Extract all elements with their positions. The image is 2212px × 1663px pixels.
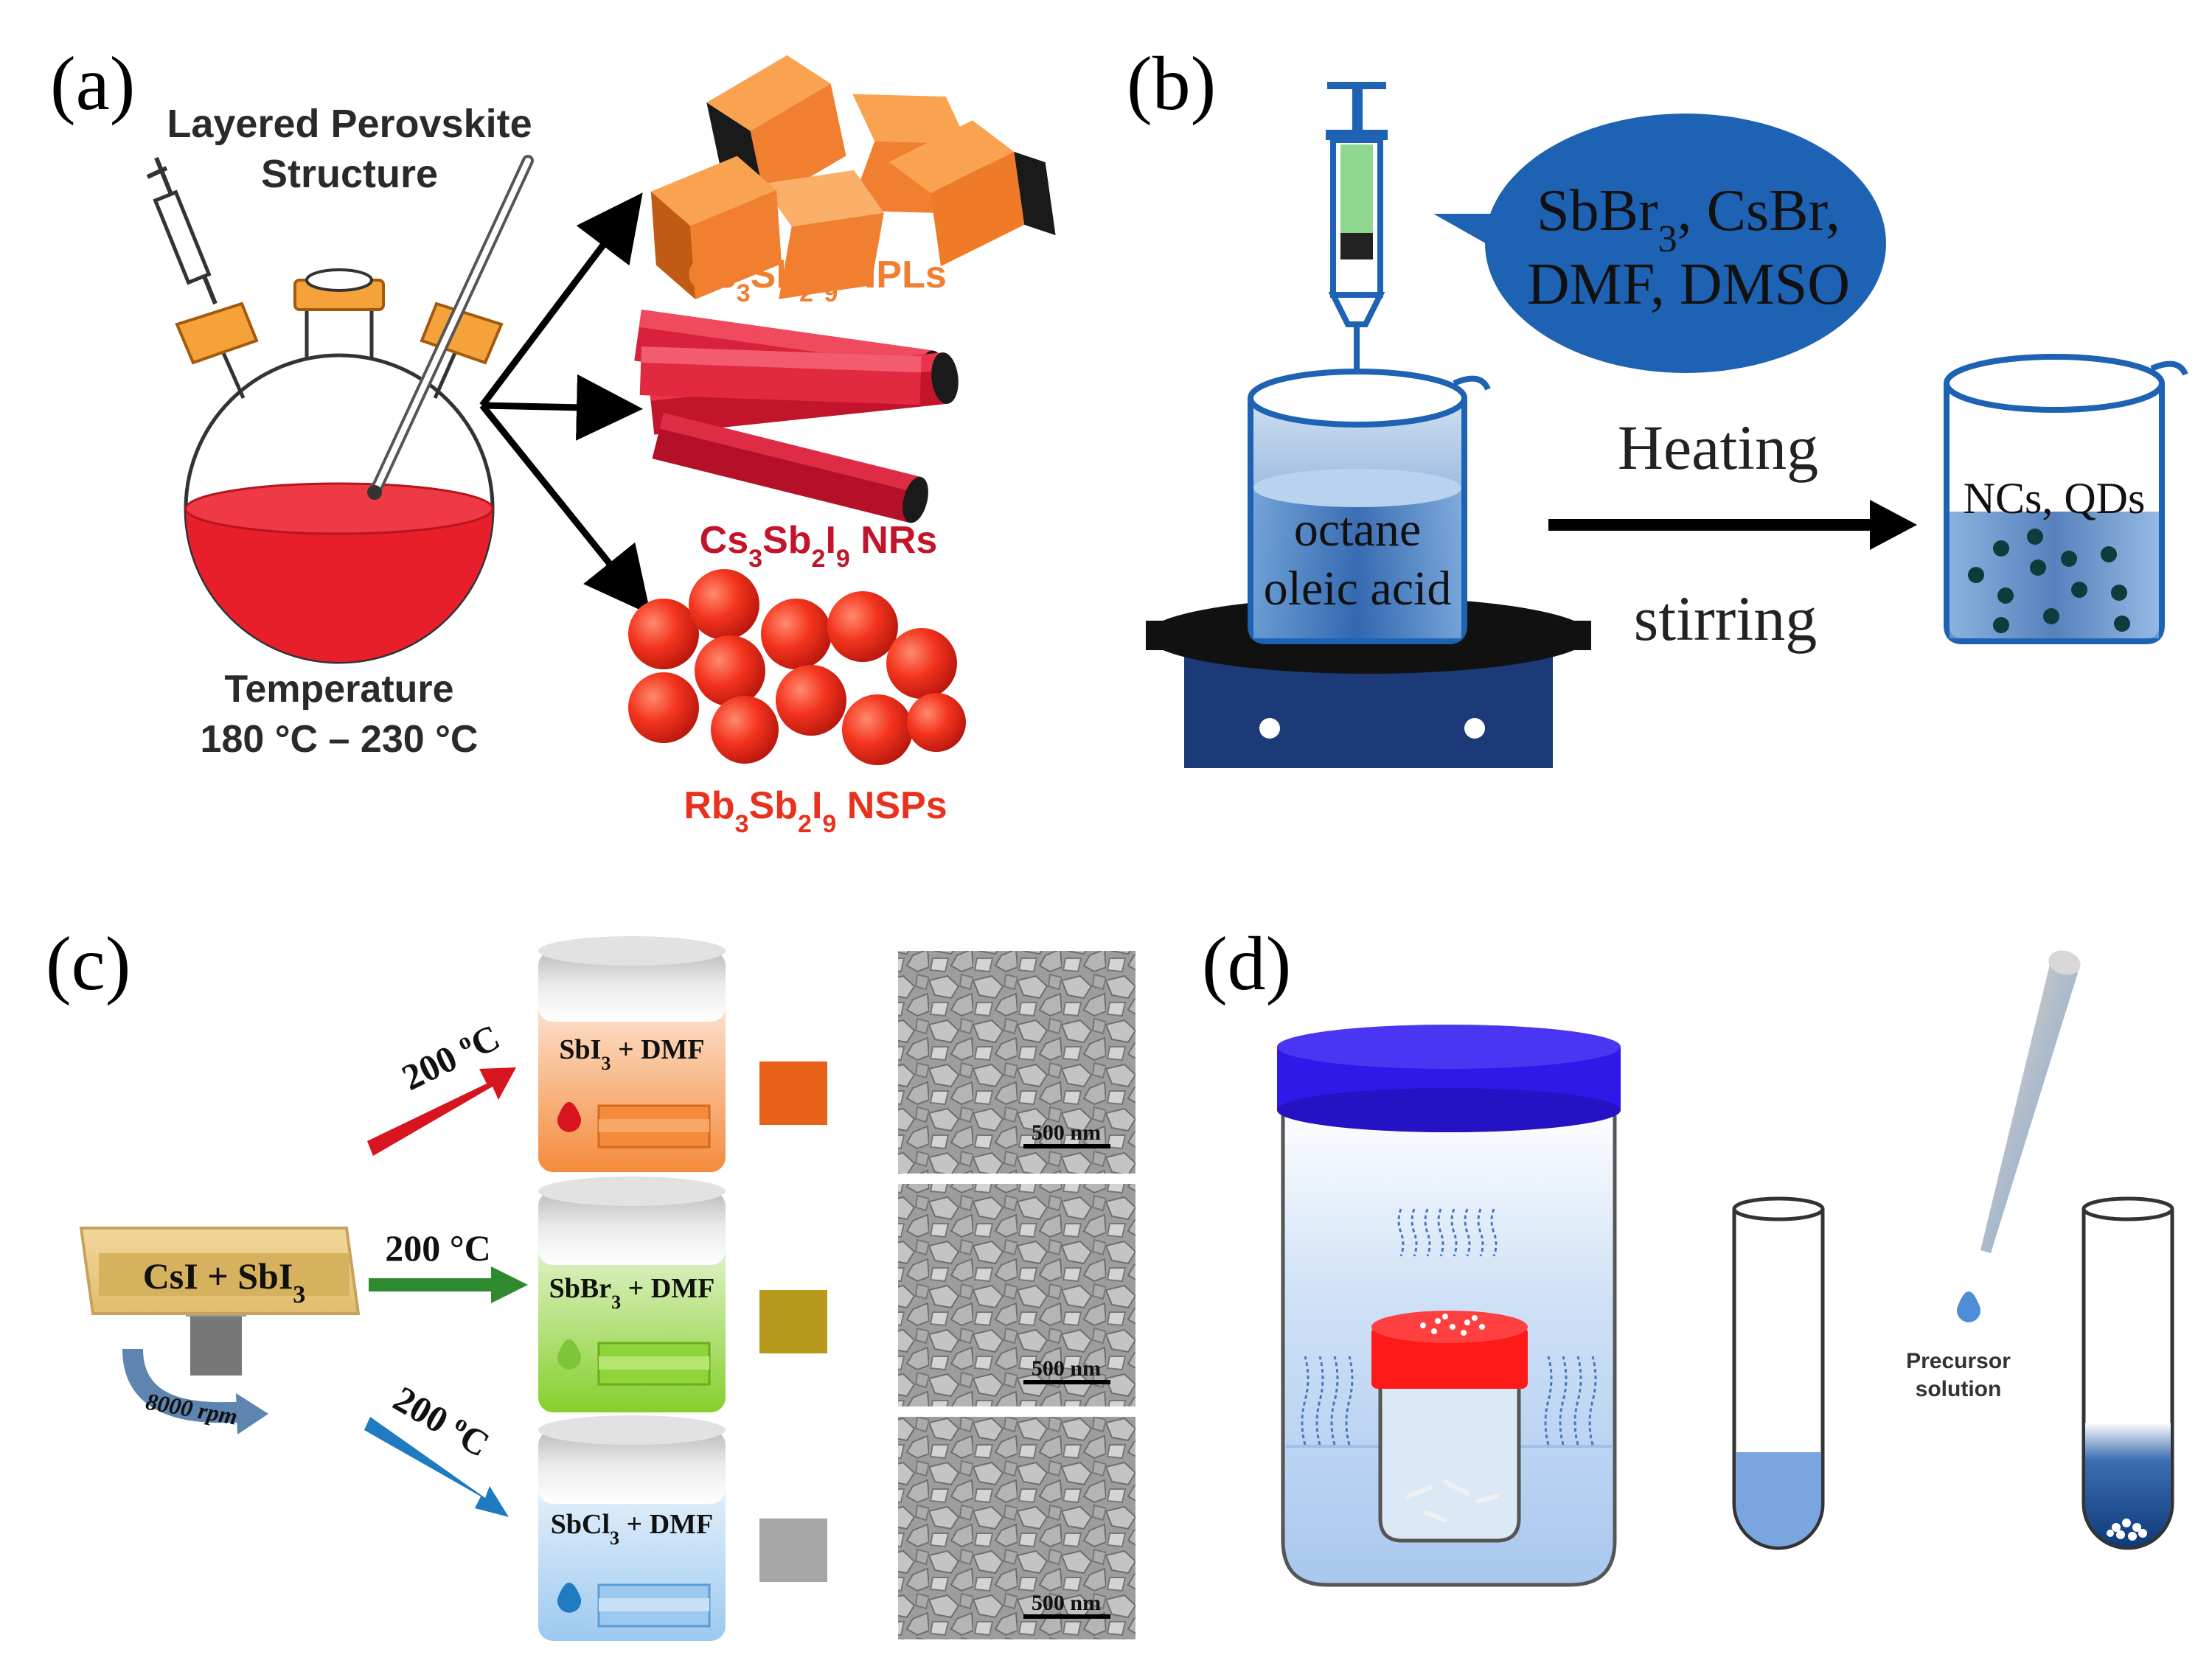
syringe-icon	[146, 156, 218, 305]
panel-label-a: (a)	[50, 41, 135, 126]
beaker-octane: octane oleic acid	[1248, 369, 1491, 644]
arrow-green: 200 °C	[369, 1227, 528, 1303]
product-label-nrs: Cs3Sb2I9 NRs	[700, 519, 938, 573]
vial-label-sbbr3: SbBr3 + DMF	[549, 1273, 715, 1313]
vial-sbi3: SbI3 + DMF	[538, 936, 726, 1172]
process-arrow	[1548, 500, 1917, 550]
structure-label-line2: Structure	[261, 152, 438, 196]
beaker-product: NCs, QDs	[1944, 354, 2188, 644]
branch-arrows	[479, 192, 651, 616]
scale-bar-label: 500 nm	[1032, 1591, 1101, 1615]
product-label-nsps: Rb3Sb2I9 NSPs	[684, 784, 947, 838]
beaker-text-line2: oleic acid	[1264, 562, 1452, 616]
nanoplatelets-icon	[650, 55, 1056, 300]
structure-label-line1: Layered Perovskite	[167, 102, 532, 146]
panel-b: SbBr3, CsBr, DMF, DMSO octane oleic acid…	[1146, 82, 2188, 768]
product-label-npls: Cs3Sb2I9 NPLs	[687, 254, 947, 307]
film-swatch-orange	[759, 1061, 827, 1125]
spin-coater: CsI + SbI3 8000 rpm	[79, 1227, 361, 1434]
reagent-bubble: SbBr3, CsBr, DMF, DMSO	[1433, 114, 1886, 373]
sem-image-2: 500 nm	[898, 1184, 1135, 1406]
bubble-text-line1: SbBr3, CsBr,	[1537, 178, 1840, 260]
panel-label-b: (b)	[1127, 41, 1216, 126]
panel-c: CsI + SbI3 8000 rpm 200 oC 200 °C 200 oC	[79, 936, 1135, 1641]
temp-label-green: 200 °C	[385, 1227, 491, 1269]
three-neck-flask	[175, 268, 504, 664]
beaker-text-line1: octane	[1294, 503, 1421, 557]
precursor-label-line2: solution	[1916, 1377, 2002, 1401]
precursor-label-line1: Precursor	[1906, 1349, 2011, 1373]
arrow-blue: 200 oC	[364, 1378, 509, 1517]
scale-bar-label: 500 nm	[1032, 1356, 1101, 1381]
film-swatch-grey	[759, 1519, 827, 1582]
temperature-label-line2: 180 °C – 230 °C	[201, 718, 479, 761]
nanorods-icon	[634, 310, 959, 523]
heating-label: Heating	[1618, 412, 1818, 483]
panel-d: Precursor solution	[1277, 950, 2174, 1587]
spin-speed-label: 8000 rpm	[144, 1388, 240, 1430]
pipette-icon	[1957, 950, 2081, 1322]
film-swatch-olive	[759, 1290, 827, 1353]
panel-label-d: (d)	[1202, 921, 1291, 1006]
sem-image-3: 500 nm	[898, 1417, 1135, 1639]
vial-sbbr3: SbBr3 + DMF	[538, 1176, 726, 1412]
stirring-label: stirring	[1634, 583, 1817, 654]
reaction-jar	[1277, 1025, 1621, 1587]
sem-image-1: 500 nm	[898, 951, 1135, 1174]
vial-label-sbi3: SbI3 + DMF	[559, 1034, 704, 1074]
vial-sbcl3: SbCl3 + DMF	[538, 1415, 726, 1641]
substrate-label: CsI + SbI3	[143, 1255, 306, 1308]
scale-bar-label: 500 nm	[1032, 1120, 1101, 1145]
test-tube-2	[2081, 1196, 2174, 1550]
syringe-icon	[1326, 82, 1388, 457]
arrow-red: 200 oC	[367, 1016, 516, 1156]
temperature-label-line1: Temperature	[224, 668, 453, 711]
thermometer-icon	[367, 155, 534, 500]
test-tube-1	[1732, 1196, 1825, 1550]
vial-label-sbcl3: SbCl3 + DMF	[551, 1509, 713, 1549]
bubble-text-line2: DMF, DMSO	[1527, 252, 1850, 317]
nanospheres-icon	[628, 569, 966, 765]
panel-a: Layered Perovskite Structure Temperature…	[146, 55, 1056, 838]
panel-label-c: (c)	[46, 921, 131, 1006]
product-text: NCs, QDs	[1964, 474, 2146, 523]
